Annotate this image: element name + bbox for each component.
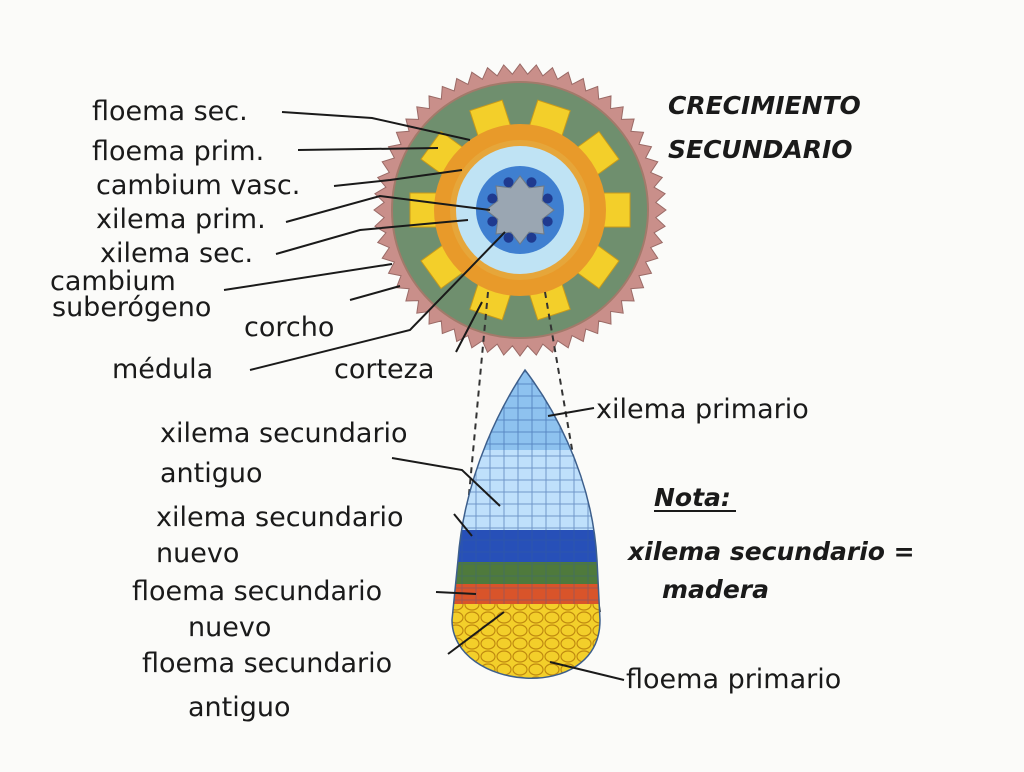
primary-xylem-bundle <box>487 193 498 204</box>
stem-cross-section <box>373 63 667 357</box>
primary-xylem-bundle <box>542 216 553 227</box>
note-line-1: xilema secundario = <box>626 537 915 566</box>
label-fs-antiguo-1: floema secundario <box>142 648 392 679</box>
label-xs-antiguo-1: xilema secundario <box>160 418 408 449</box>
label-xilema-prim: xilema prim. <box>96 204 266 235</box>
label-floema-sec: floema sec. <box>92 96 248 127</box>
primary-xylem-bundle <box>487 216 498 227</box>
phloem-block <box>601 192 631 228</box>
label-cambium-vasc: cambium vasc. <box>96 170 300 201</box>
label-floema-primario: floema primario <box>626 664 841 695</box>
label-cambium-line1: cambium <box>50 266 176 297</box>
title-line-2: SECUNDARIO <box>668 135 853 164</box>
label-floema-prim: floema prim. <box>92 136 264 167</box>
primary-xylem-bundle <box>542 193 553 204</box>
label-xs-nuevo-1: xilema secundario <box>156 502 404 533</box>
phloem-block <box>409 192 439 228</box>
tissue-detail <box>451 368 601 679</box>
label-medula: médula <box>112 354 213 385</box>
pith-star <box>485 175 555 245</box>
label-xilema-sec: xilema sec. <box>100 238 253 269</box>
label-cambium-line2: suberógeno <box>52 292 211 323</box>
primary-xylem-bundle <box>503 232 514 243</box>
label-corteza: corteza <box>334 354 434 385</box>
primary-xylem-bundle <box>526 177 537 188</box>
label-fs-nuevo-2: nuevo <box>188 612 271 643</box>
label-xs-antiguo-2: antiguo <box>160 458 263 489</box>
label-xilema-primario: xilema primario <box>596 394 809 425</box>
title-line-1: CRECIMIENTO <box>668 91 861 120</box>
note-line-2: madera <box>662 575 769 604</box>
label-corcho: corcho <box>244 312 334 343</box>
label-xs-nuevo-2: nuevo <box>156 538 239 569</box>
cork-edge <box>391 81 649 339</box>
primary-xylem-bundle <box>503 177 514 188</box>
label-fs-nuevo-1: floema secundario <box>132 576 382 607</box>
label-fs-antiguo-2: antiguo <box>188 692 291 723</box>
primary-xylem-bundle <box>526 232 537 243</box>
note-heading: Nota: <box>654 483 731 512</box>
pith <box>485 175 555 245</box>
detail-outline <box>451 368 601 679</box>
